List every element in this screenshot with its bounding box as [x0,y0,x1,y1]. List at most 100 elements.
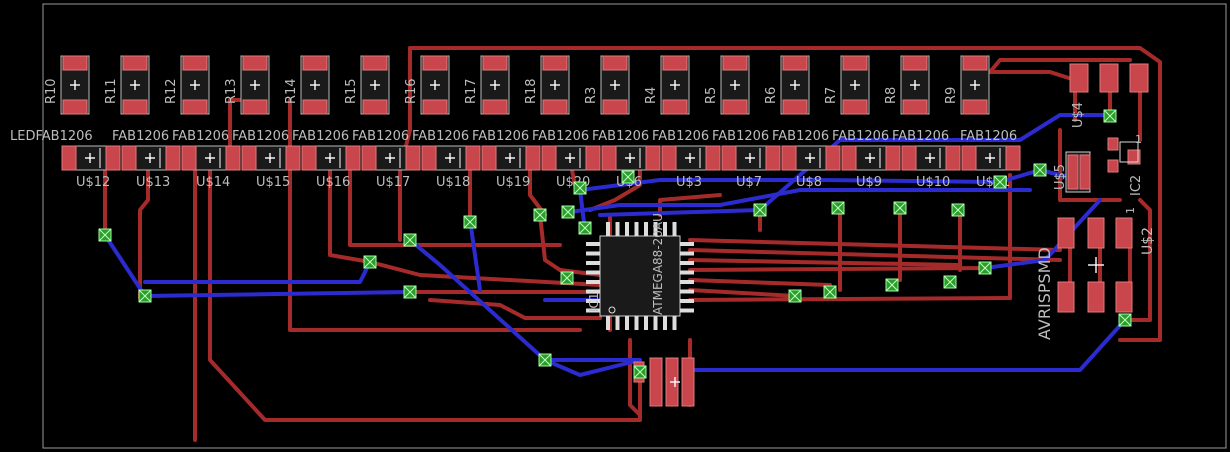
led-label: U$16 [316,175,350,190]
resistor-label: R18 [524,78,539,104]
led-us3: U$3 FAB1206 [652,129,721,190]
led-us17: U$17 FAB1206 [352,129,421,190]
led-us18: U$18 FAB1206 [412,129,481,190]
led-label: U$8 [796,175,822,190]
via [893,201,907,215]
resistor-label: R14 [284,78,299,104]
led-value-label: FAB1206 [532,129,589,144]
led-us11: U$11 [961,145,1021,190]
led-value-label: FAB1206 [352,129,409,144]
resistor-r14: R14 [284,55,330,115]
led-label: U$3 [676,175,702,190]
led-label: U$15 [256,175,290,190]
via [403,285,417,299]
isp-label: AVRISPSMD [1035,247,1054,340]
component-u4: U$4 [1069,63,1149,128]
resistor-r4: R4 [644,55,690,115]
resistor-r3: R3 [584,55,630,115]
led-value-label: FAB1206 [172,129,229,144]
led-value-label: FAB1206 [292,129,349,144]
mcu-pins [586,222,694,330]
resistor-r15: R15 [344,55,390,115]
via [560,271,574,285]
resistor-label: R9 [944,87,959,104]
via [533,208,547,222]
resistor-r10: R10 [44,55,90,115]
resistor-label: R11 [104,78,119,104]
resistor-label: R15 [344,78,359,104]
header-bottom [633,357,695,407]
resistor-label: R7 [824,87,839,104]
led-value-label: FAB1206 [472,129,529,144]
via [943,275,957,289]
via [831,201,845,215]
mcu-body [599,235,681,317]
board-outline [42,3,1227,449]
resistor-label: R6 [764,87,779,104]
via [561,205,575,219]
ic2-pin1-label: 1 [1135,133,1142,146]
led-us14: U$14 FAB1206 [172,129,241,190]
component-u5-ic2: U$5 IC2 1 [1053,133,1144,196]
led-us19: U$19 FAB1206 [472,129,541,190]
resistor-label: R5 [704,87,719,104]
via [951,203,965,217]
resistor-r13: R13 [224,55,270,115]
led-last-value-label: FAB1206 [960,129,1017,144]
resistor-r8: R8 [884,55,930,115]
mcu-value-label: ATMEGA88-20AU [651,213,665,315]
led-label: U$10 [916,175,950,190]
led-value-label: FAB1206 [112,129,169,144]
led-label: U$19 [496,175,530,190]
led-label: U$9 [856,175,882,190]
u2-ref-label: U$2 [1140,227,1156,255]
led-label: U$12 [76,175,110,190]
led-value-label: FAB1206 [832,129,889,144]
ic2-ref-label: IC2 [1129,175,1144,196]
via [138,289,152,303]
via [885,278,899,292]
resistor-r7: R7 [824,55,870,115]
via [403,233,417,247]
led-value-label: FAB1206 [592,129,649,144]
resistor-label: R8 [884,87,899,104]
resistor-r18: R18 [524,55,570,115]
resistor-label: R17 [464,78,479,104]
mcu-pin1-mark [608,306,616,314]
via [993,175,1007,189]
resistor-r6: R6 [764,55,810,115]
via [978,261,992,275]
u4-ref-label: U$4 [1071,102,1086,128]
via [578,221,592,235]
led-left-label: LEDFAB1206 [10,129,93,144]
isp-header-u2: AVRISPSMD U$2 1 [1035,207,1156,340]
led-us16: U$16 FAB1206 [292,129,361,190]
mcu-atmega88: ATMEGA88-20AU IC1 [586,213,694,330]
resistor-r9: R9 [944,55,990,115]
led-us9: U$9 FAB1206 [832,129,901,190]
via [538,353,552,367]
via [573,181,587,195]
via [621,170,635,184]
resistor-label: R13 [224,78,239,104]
resistor-label: R16 [404,78,419,104]
via [753,203,767,217]
via [823,285,837,299]
led-value-label: FAB1206 [652,129,709,144]
led-label: U$14 [196,175,230,190]
led-value-label: FAB1206 [412,129,469,144]
u5-ref-label: U$5 [1053,164,1068,190]
led-label: U$7 [736,175,762,190]
led-label: U$17 [376,175,410,190]
resistor-r5: R5 [704,55,750,115]
resistor-r16: R16 [404,55,450,115]
led-us12: U$12 [61,145,121,190]
led-label: U$18 [436,175,470,190]
